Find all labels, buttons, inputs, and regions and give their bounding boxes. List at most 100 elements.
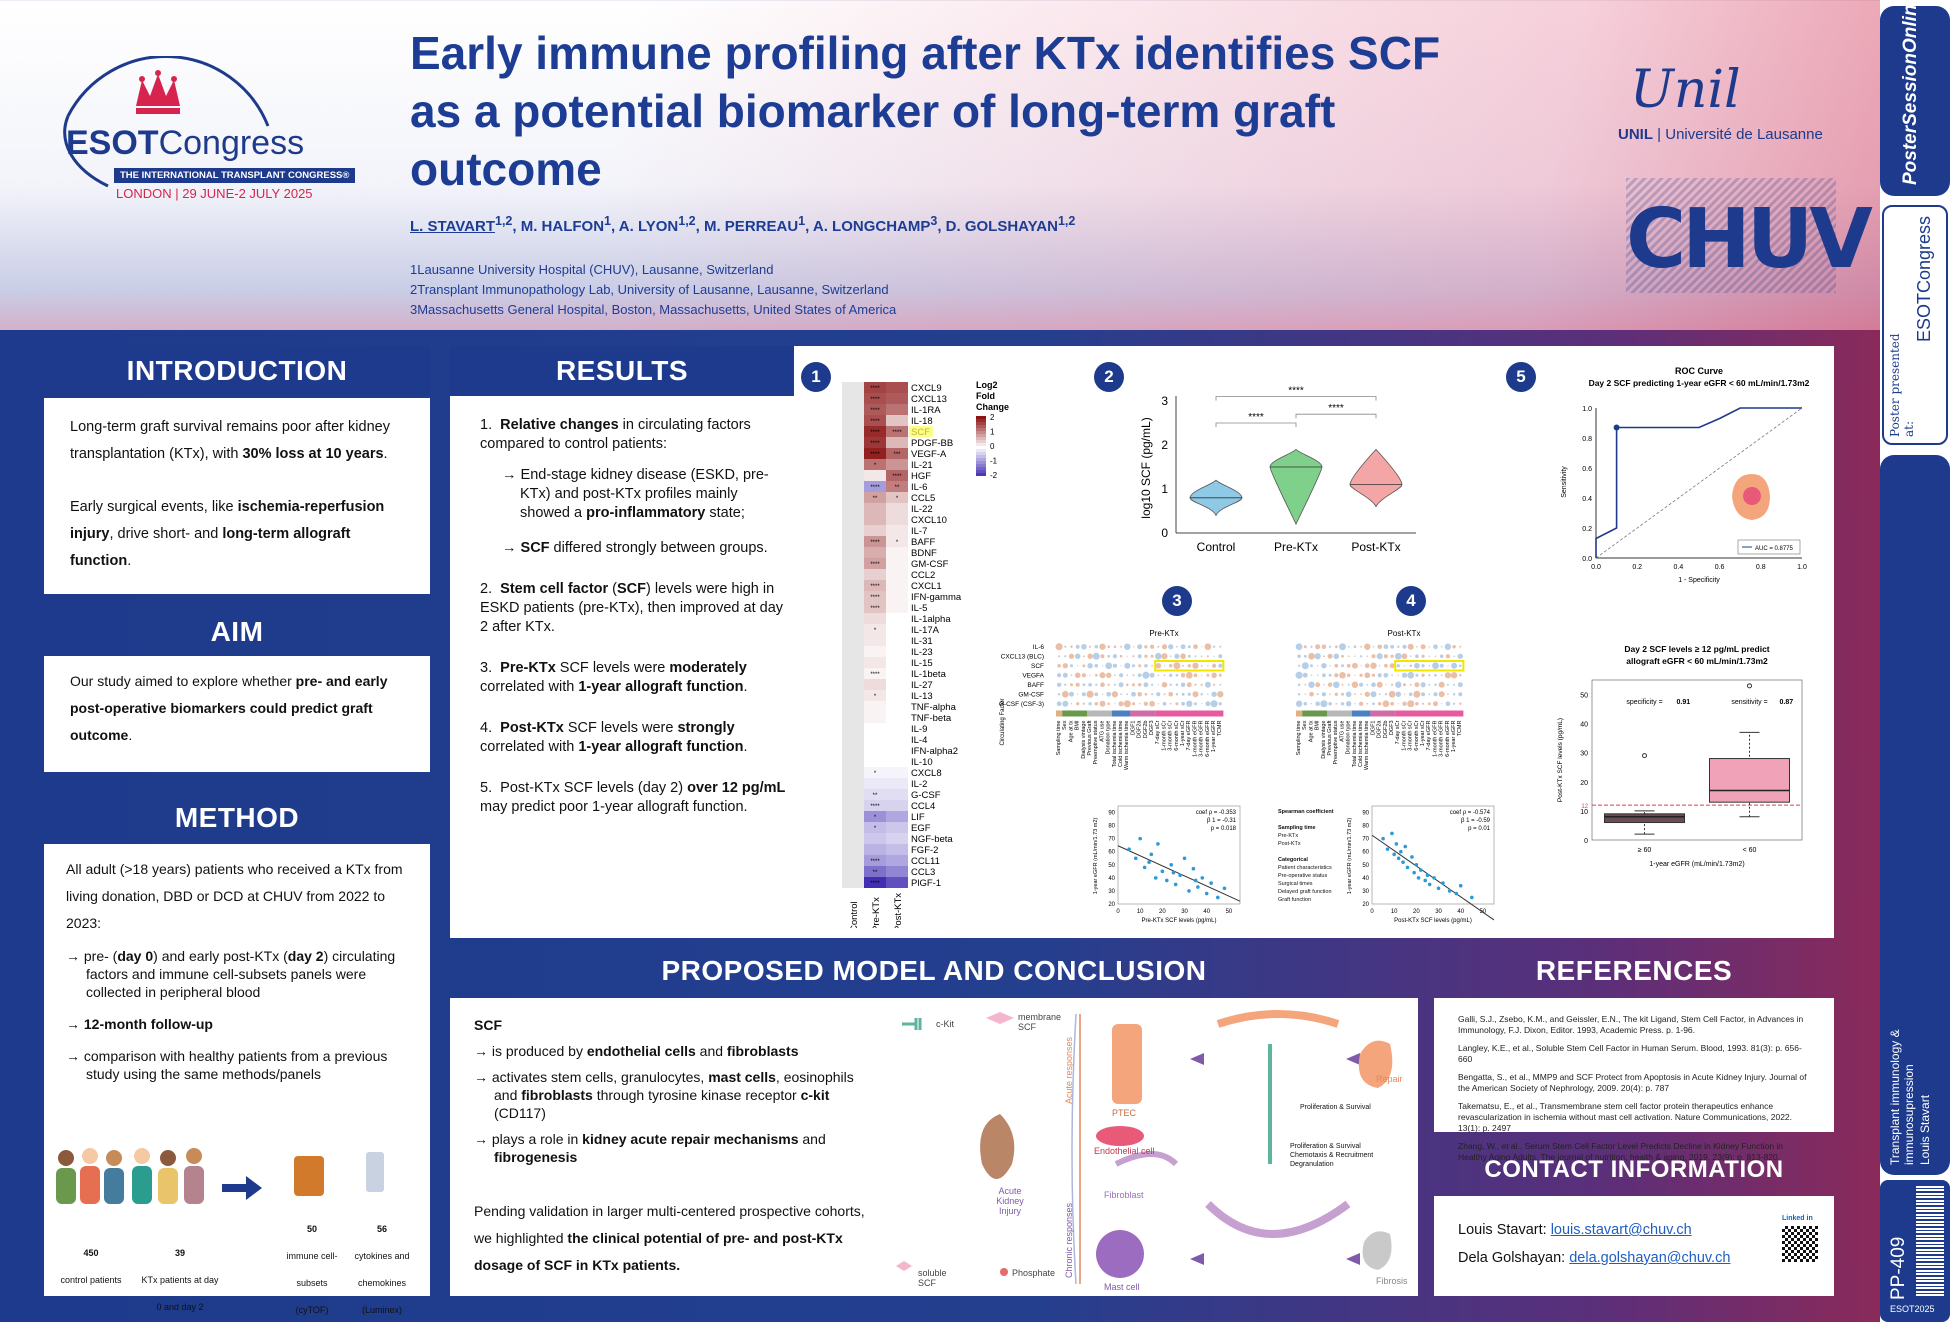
heatmap-cell-control [842, 657, 864, 668]
corr-dot [1094, 701, 1099, 706]
heatmap-cell-post [886, 712, 908, 723]
corr-dot [1322, 655, 1325, 658]
heatmap-cell-control [842, 536, 864, 547]
corr-dot [1452, 702, 1456, 705]
corr-dot [1092, 652, 1100, 660]
heatmap-star: **** [870, 540, 880, 546]
corr-dot [1144, 654, 1148, 658]
scatter-y-tick: 90 [1108, 811, 1115, 817]
corr-dot [1175, 693, 1179, 696]
heatmap-cell-post [886, 558, 908, 569]
heatmap-cell-pre [864, 712, 886, 723]
corr-dot [1062, 663, 1068, 669]
linkedin-icon[interactable]: Linked in [1782, 1215, 1813, 1222]
corr-category-bar [1370, 710, 1396, 717]
corr-dot [1354, 674, 1356, 676]
corr-dot [1088, 682, 1092, 687]
scatter-point [1414, 863, 1419, 867]
heatmap-cell-post [886, 679, 908, 690]
corr-dot [1308, 681, 1315, 688]
stat-l: KTx patients at day 0 and day 2 [141, 1275, 219, 1312]
corr-dot [1062, 700, 1069, 707]
roc-curve [1595, 407, 1802, 558]
corr-dot [1459, 702, 1462, 705]
intro-body: Long-term graft survival remains poor af… [44, 398, 430, 594]
scatter-point [1160, 869, 1165, 874]
txt-b: 1-year allograft function [578, 739, 744, 755]
roc-legend-label: AUC = 0.8775 [1755, 546, 1794, 552]
corr-dot [1295, 700, 1303, 707]
corr-dot [1218, 663, 1223, 668]
kidney-aki-icon [980, 1114, 1015, 1179]
heatmap-cell-post [886, 569, 908, 580]
model-chronic-label: Chronic responses [1064, 1202, 1074, 1278]
corr-dot [1154, 652, 1162, 660]
corr-dot [1125, 683, 1129, 687]
corr-dot [1187, 692, 1191, 696]
txt: ( [608, 581, 618, 597]
txt: and [798, 1131, 826, 1147]
heatmap-star: **** [870, 419, 880, 425]
email-link[interactable]: dela.golshayan@chuv.ch [1569, 1250, 1731, 1266]
corr-dot [1383, 672, 1389, 678]
heatmap-col-label: Control [849, 901, 860, 928]
heatmap-cell-post [886, 800, 908, 811]
corr-col-label: Cold ischemia time [1118, 721, 1124, 767]
corr-dot [1385, 684, 1387, 686]
txt: . [128, 727, 133, 743]
corr-dot [1056, 682, 1062, 687]
corr-dot [1317, 665, 1319, 667]
scatter-x-tick: 20 [1413, 909, 1420, 915]
corr-col-label: Sex [1062, 720, 1068, 730]
scatter-y-tick: 70 [1362, 837, 1369, 843]
heatmap-row-label: IL-27 [911, 680, 933, 691]
corr-dot [1217, 691, 1224, 698]
scatter-point [1178, 873, 1182, 878]
corr-category-bar [1056, 710, 1063, 717]
scatter-point [1127, 847, 1131, 851]
heatmap-cell-control [842, 602, 864, 613]
corr-dot [1120, 693, 1123, 696]
heatmap-row-label: NGF-beta [911, 834, 953, 845]
heatmap-star: **** [870, 397, 880, 403]
author: , A. LYON [611, 218, 679, 235]
author-sup: 1,2 [1057, 214, 1076, 228]
heatmap-legend-swatch [976, 428, 986, 431]
corr-dot [1200, 693, 1203, 696]
conc-3: → plays a role in kidney acute repair me… [474, 1130, 874, 1166]
corr-dot [1193, 673, 1198, 678]
scatter-frame [1371, 805, 1495, 905]
corr-dot [1087, 653, 1093, 659]
corr-dot [1371, 682, 1376, 688]
corr-dot [1119, 654, 1123, 658]
kidney-icon [1732, 474, 1770, 520]
corr-dot [1458, 664, 1462, 668]
corr-dot [1055, 643, 1063, 651]
email-link[interactable]: louis.stavart@chuv.ch [1550, 1222, 1692, 1238]
corr-dot [1081, 673, 1087, 678]
heatmap-cell-post [886, 811, 908, 822]
corr-dot [1181, 692, 1185, 696]
scatter-point [1436, 886, 1441, 891]
corr-dot [1382, 700, 1390, 708]
corr-dot [1371, 673, 1376, 677]
heatmap-cell-pre [864, 580, 886, 591]
fig-num-4: 4 [1396, 586, 1426, 616]
corr-dot [1088, 702, 1092, 706]
heatmap-cell-pre [864, 822, 886, 833]
corr-dot [1301, 662, 1309, 670]
qr-code-icon[interactable] [1782, 1226, 1818, 1262]
corr-dot [1099, 700, 1106, 707]
model-phosphate-label: Phosphate [1012, 1268, 1056, 1278]
corr-dot [1440, 645, 1443, 648]
scatter-point [1458, 883, 1463, 888]
corr-dot [1075, 644, 1080, 649]
corr-dot [1180, 673, 1186, 678]
corr-col-label: DGF2a [1137, 720, 1143, 739]
corr-dot [1334, 663, 1339, 668]
scatter-point [1390, 831, 1394, 836]
corr-category-bar [1087, 710, 1112, 717]
corr-dot [1341, 654, 1344, 658]
corr-dot [1163, 674, 1166, 677]
corr-col-label: 3-month eGFR [1199, 720, 1205, 756]
